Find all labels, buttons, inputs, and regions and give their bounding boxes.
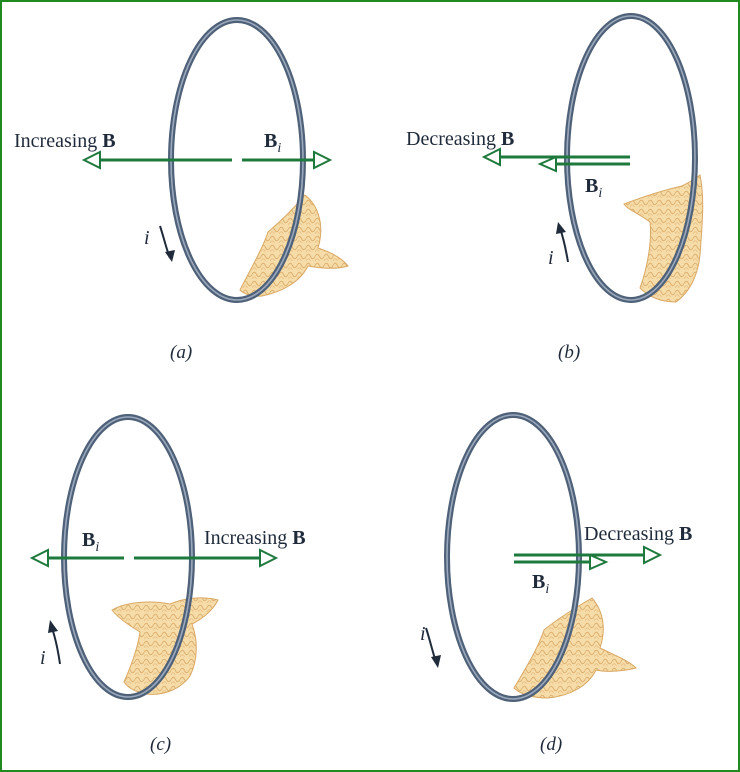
induced-field-label-b: Bi <box>585 175 602 201</box>
hand-d <box>513 597 637 699</box>
external-field-label-b: Decreasing B <box>406 128 514 150</box>
current-label-d: i <box>420 623 426 645</box>
panel-b: Decreasing B Bi i (b) <box>406 13 704 363</box>
hand-c <box>111 597 219 695</box>
external-field-label-d: Decreasing B <box>584 523 692 545</box>
current-label-c: i <box>40 647 46 669</box>
panel-d: Decreasing B Bi i (d) <box>420 412 692 755</box>
hand-a <box>239 194 349 297</box>
current-arrow-b <box>559 227 569 263</box>
hand-b <box>623 174 704 303</box>
caption-a: (a) <box>170 342 192 363</box>
current-label-b: i <box>548 247 554 269</box>
induced-field-label-c: Bi <box>82 529 99 555</box>
induced-field-label-d: Bi <box>532 571 549 597</box>
external-field-label-a: Increasing B <box>14 130 116 152</box>
panel-a: Increasing B Bi i (a) <box>14 17 349 363</box>
induced-field-label-a: Bi <box>264 130 281 156</box>
panel-c: Bi Increasing B i (c) <box>29 414 306 755</box>
caption-c: (c) <box>150 734 171 755</box>
caption-d: (d) <box>540 734 562 755</box>
current-label-a: i <box>144 227 150 249</box>
caption-b: (b) <box>558 342 580 363</box>
current-arrow-c <box>51 627 61 665</box>
external-field-label-c: Increasing B <box>204 527 306 549</box>
wire-loop-d <box>444 412 582 702</box>
